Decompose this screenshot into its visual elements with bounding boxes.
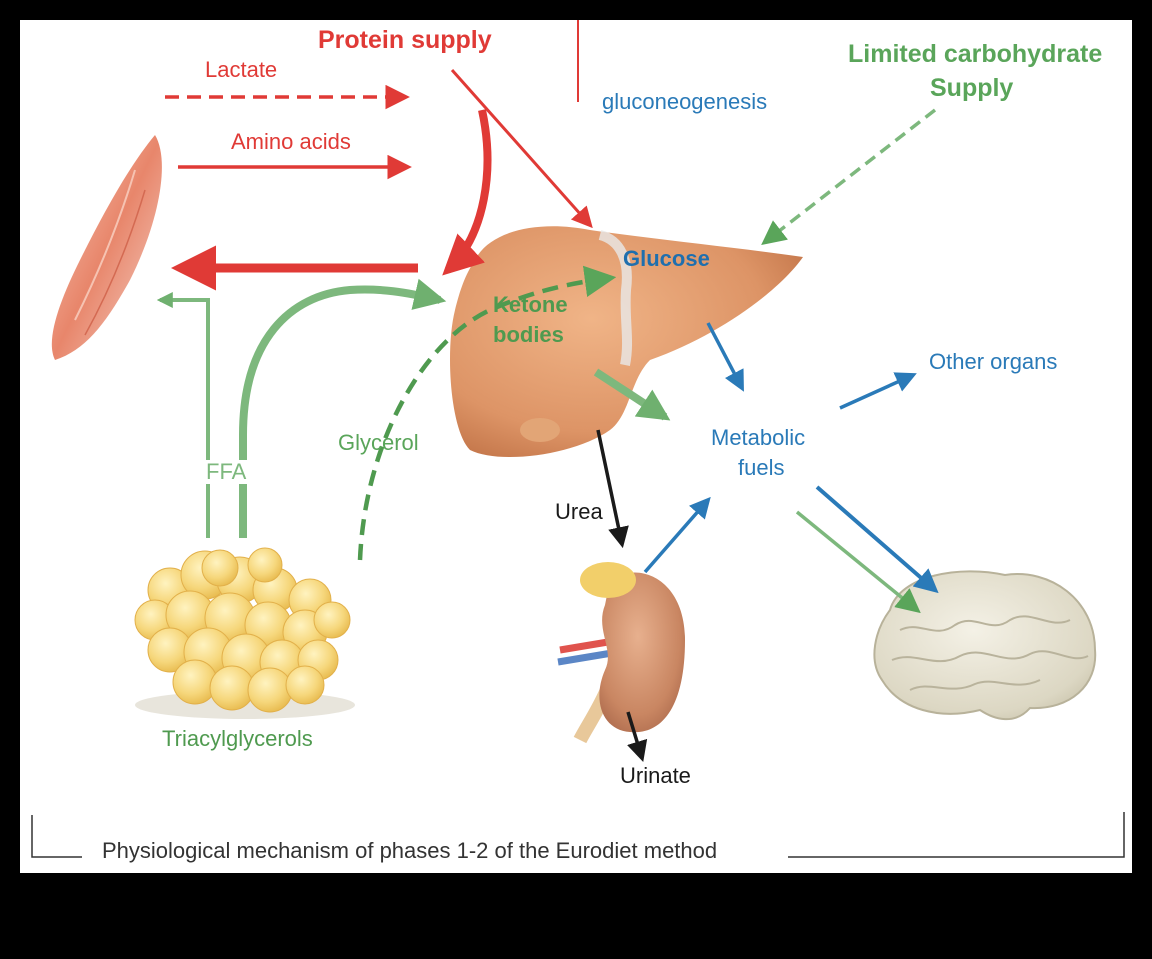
label-glucose: Glucose [623, 246, 710, 271]
label-gluconeogenesis: gluconeogenesis [602, 89, 768, 114]
label-ketone: Ketone [493, 292, 568, 317]
label-fuels: fuels [738, 455, 785, 480]
diagram-caption: Physiological mechanism of phases 1-2 of… [92, 838, 728, 864]
fat-cell [247, 667, 293, 713]
label-metabolic: Metabolic [711, 425, 806, 450]
label-supply: Supply [930, 74, 1014, 102]
label-ffa: FFA [204, 459, 249, 485]
caption-frame [31, 812, 1125, 858]
label-lactate: Lactate [205, 57, 278, 82]
black-arrows [596, 429, 648, 763]
green-arrows [156, 108, 937, 614]
fat-cells-illustration [134, 547, 355, 719]
label-protein-supply: Protein supply [318, 26, 492, 54]
label-triacylglycerols: Triacylglycerols [162, 726, 313, 751]
kidney-illustration [557, 562, 685, 744]
fat-cell [285, 665, 325, 705]
label-bodies: bodies [493, 322, 564, 347]
label-limited-carbohydrate: Limited carbohydrate [848, 40, 1103, 68]
label-glycerol: Glycerol [338, 430, 419, 455]
diagram-panel: Protein supply Lactate Amino acids gluco… [20, 20, 1132, 873]
red-arrows [165, 69, 593, 291]
fat-cell [201, 549, 239, 587]
liver-illustration [450, 226, 803, 458]
blue-arrows [643, 322, 939, 594]
label-urinate: Urinate [620, 763, 691, 788]
muscle-illustration [51, 135, 162, 360]
fat-cell [313, 601, 351, 639]
fat-cell [209, 665, 255, 711]
diagram-canvas [31, 20, 1125, 858]
label-other-organs: Other organs [929, 349, 1058, 374]
label-urea: Urea [555, 499, 603, 524]
brain-illustration [873, 570, 1097, 721]
label-amino-acids: Amino acids [231, 129, 351, 154]
fat-cell [247, 547, 283, 583]
